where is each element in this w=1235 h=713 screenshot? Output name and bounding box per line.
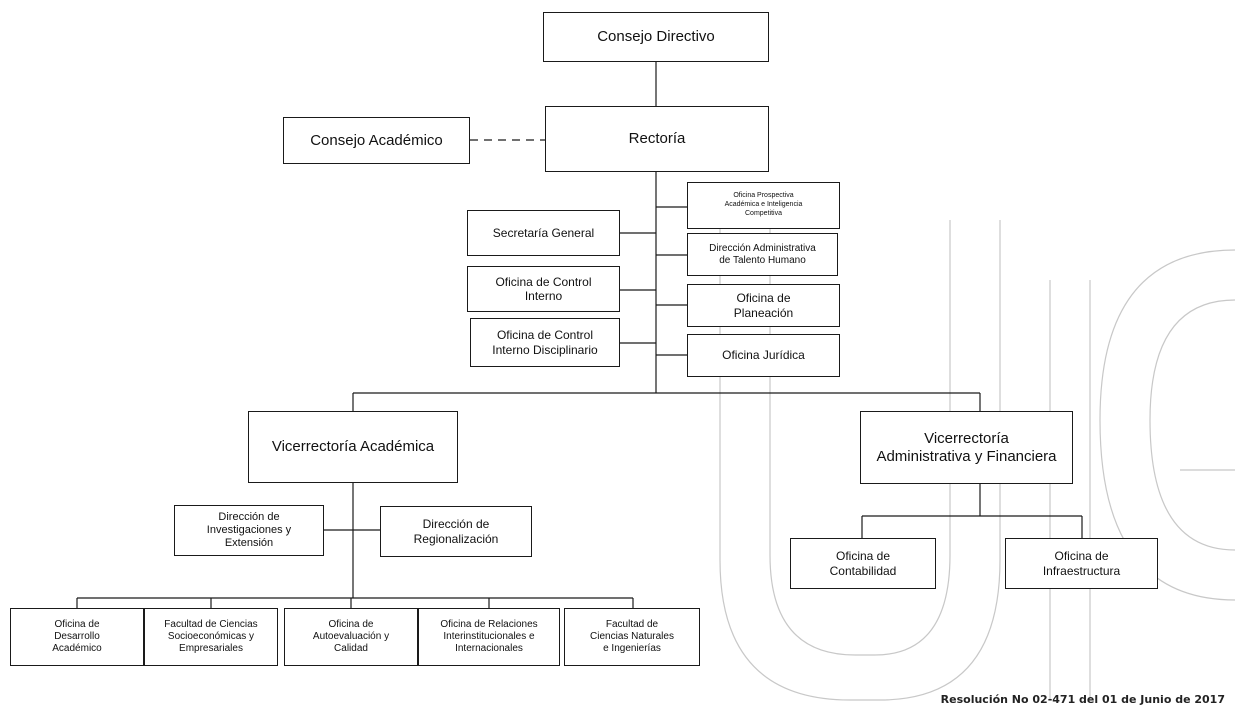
node-oficina-planeacion: Oficina de Planeación <box>687 284 840 327</box>
node-oficina-juridica: Oficina Jurídica <box>687 334 840 377</box>
watermark-u-inner <box>769 220 951 656</box>
node-control-interno-disciplinario: Oficina de Control Interno Disciplinario <box>470 318 620 367</box>
node-control-interno: Oficina de Control Interno <box>467 266 620 312</box>
watermark-c-inner <box>1149 299 1235 551</box>
watermark-c <box>1099 249 1235 601</box>
node-oficina-prospectiva: Oficina Prospectiva Académica e Intelige… <box>687 182 840 229</box>
watermark-t <box>1049 280 1091 700</box>
node-oficina-contabilidad: Oficina de Contabilidad <box>790 538 936 589</box>
resolution-footnote: Resolución No 02-471 del 01 de Junio de … <box>940 693 1225 706</box>
node-vicerrectoria-administrativa: Vicerrectoría Administrativa y Financier… <box>860 411 1073 484</box>
node-desarrollo-academico: Oficina de Desarrollo Académico <box>10 608 144 666</box>
node-vicerrectoria-academica: Vicerrectoría Académica <box>248 411 458 483</box>
watermark-logo <box>719 220 1235 701</box>
node-relaciones-interinstitucionales: Oficina de Relaciones Interinstitucional… <box>418 608 560 666</box>
node-secretaria-general: Secretaría General <box>467 210 620 256</box>
node-rectoria: Rectoría <box>545 106 769 172</box>
node-facultad-socioeconomicas: Facultad de Ciencias Socioeconómicas y E… <box>144 608 278 666</box>
watermark-u <box>719 220 1001 701</box>
node-facultad-naturales: Facultad de Ciencias Naturales e Ingenie… <box>564 608 700 666</box>
node-oficina-infraestructura: Oficina de Infraestructura <box>1005 538 1158 589</box>
node-talento-humano: Dirección Administrativa de Talento Huma… <box>687 233 838 276</box>
node-direccion-regionalizacion: Dirección de Regionalización <box>380 506 532 557</box>
node-autoevaluacion: Oficina de Autoevaluación y Calidad <box>284 608 418 666</box>
lines <box>76 62 1083 608</box>
node-consejo-academico: Consejo Académico <box>283 117 470 164</box>
node-consejo-directivo: Consejo Directivo <box>543 12 769 62</box>
node-direccion-investigaciones: Dirección de Investigaciones y Extensión <box>174 505 324 556</box>
